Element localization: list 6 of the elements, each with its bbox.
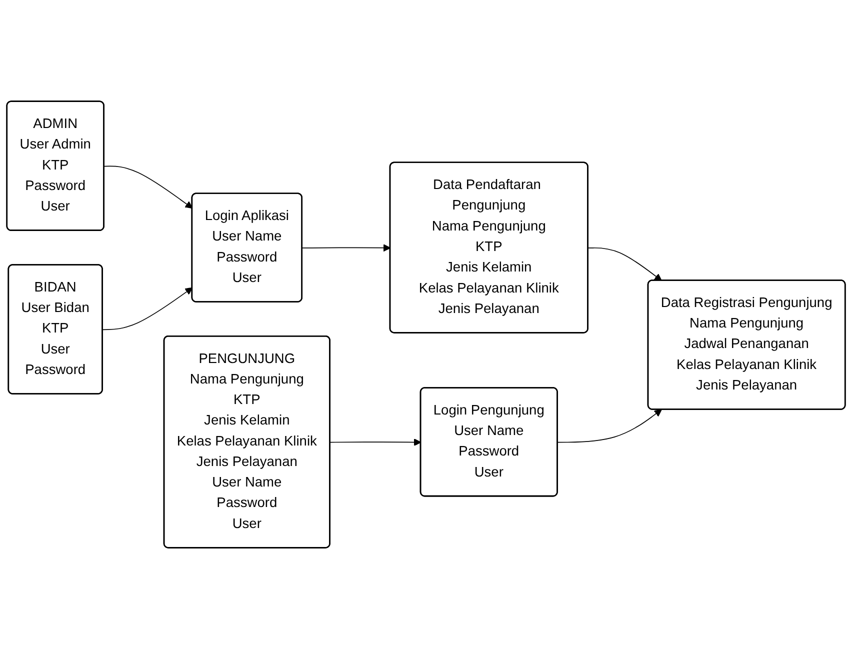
arrow [302,244,391,252]
arrow [102,287,193,330]
arrow [557,409,662,443]
arrow [330,438,422,446]
arrow [104,166,193,209]
arrow [588,247,662,281]
